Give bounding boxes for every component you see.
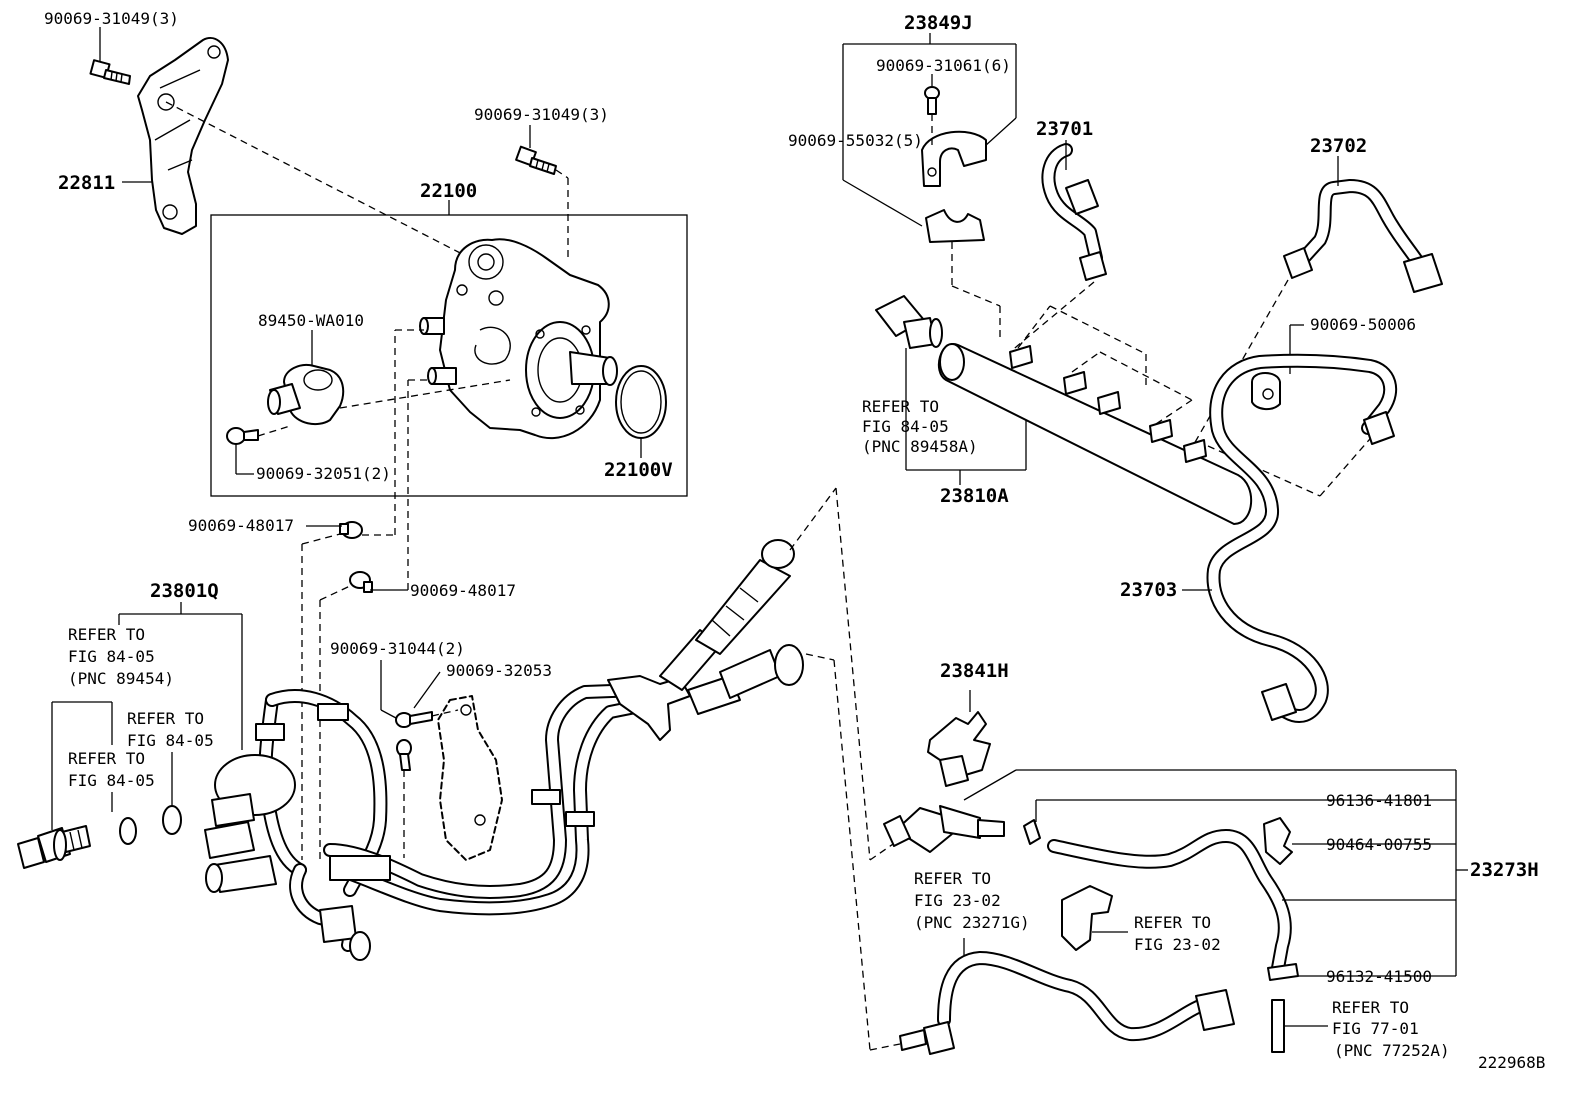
- label-screw-sensor: 90069-32051(2): [256, 464, 391, 483]
- label-bracket: 22811: [58, 172, 115, 194]
- label-clamp-a: 90069-48017: [188, 516, 294, 535]
- fuel-hose-a-part: [899, 951, 1235, 1055]
- note-fuel-a-l3: (PNC 23271G): [914, 913, 1030, 932]
- note-fuel-c-l3: (PNC 77252A): [1334, 1041, 1450, 1060]
- label-bolt-bracket: 90069-31049(3): [44, 9, 179, 28]
- bracket-h-part: [927, 711, 991, 787]
- clamp-b-part: [349, 571, 373, 593]
- rail-part: [937, 343, 1252, 525]
- bracket-22811-part: [137, 37, 229, 235]
- label-pipe-1: 23701: [1036, 118, 1093, 140]
- label-cushion: 90069-50006: [1310, 315, 1416, 334]
- clamp-lower-part: [925, 209, 985, 243]
- label-pipe-3: 23703: [1120, 579, 1177, 601]
- label-rail: 23810A: [940, 485, 1009, 507]
- label-pipe-2: 23702: [1310, 135, 1367, 157]
- bracket-mid-part: [437, 695, 503, 861]
- label-clip-g: 90464-00755: [1326, 835, 1432, 854]
- label-clamp-set: 23849J: [904, 12, 973, 34]
- label-oring-pump: 22100V: [604, 459, 673, 481]
- note-temp-b-l1: REFER TO: [127, 709, 204, 728]
- pipe-23703-part: [1206, 353, 1398, 723]
- screw-sensor-part: [226, 427, 259, 445]
- note-fuel-b-l2: FIG 23-02: [1134, 935, 1221, 954]
- bolt-d-part: [396, 739, 412, 771]
- temp-sensor-part: [17, 825, 91, 869]
- oring-b-part: [162, 805, 182, 835]
- note-fuel-a-l2: FIG 23-02: [914, 891, 1001, 910]
- label-bolt-d: 90069-32053: [446, 661, 552, 680]
- hose-bracket-part: [1061, 885, 1113, 951]
- note-fuel-b-l1: REFER TO: [1134, 913, 1211, 932]
- note-rail-l1: REFER TO: [862, 397, 939, 416]
- note-temp-b-l2: FIG 84-05: [127, 731, 214, 750]
- bolt-c-part: [395, 711, 433, 728]
- note-temp-a-l2: FIG 84-05: [68, 647, 155, 666]
- cushion-part: [1251, 372, 1281, 410]
- bolt-bracket-part: [89, 59, 131, 85]
- label-bolt-pump: 90069-31049(3): [474, 105, 609, 124]
- note-rail-l3: (PNC 89458A): [862, 437, 978, 456]
- label-pump-assy: 22100: [420, 180, 477, 202]
- oring-pump-part: [615, 365, 667, 439]
- hose-h-part: [1023, 817, 1299, 981]
- label-hose-f: 96136-41801: [1326, 791, 1432, 810]
- label-hose-assy: 23801Q: [150, 580, 219, 602]
- rail-sensor-part: [875, 295, 943, 349]
- note-temp-a-l3: (PNC 89454): [68, 669, 174, 688]
- hose-assy-part: [204, 539, 804, 961]
- oring-a-part: [119, 817, 137, 845]
- label-hose-assy-h: 23273H: [1470, 859, 1539, 881]
- label-hose-k: 96132-41500: [1326, 967, 1432, 986]
- note-rail-l2: FIG 84-05: [862, 417, 949, 436]
- note-temp-a-l1: REFER TO: [68, 625, 145, 644]
- label-clamp-b: 90069-48017: [410, 581, 516, 600]
- fuel-hose-c-part: [1271, 999, 1285, 1053]
- label-bolt-c: 90069-31044(2): [330, 639, 465, 658]
- note-temp-c-l1: REFER TO: [68, 749, 145, 768]
- label-bracket-h: 23841H: [940, 660, 1009, 682]
- diagram-id: 222968B: [1478, 1053, 1545, 1072]
- clamp-a-part: [339, 521, 363, 539]
- pump-sensor-part: [267, 364, 345, 426]
- pump-pins: [419, 317, 457, 385]
- note-fuel-c-l2: FIG 77-01: [1332, 1019, 1419, 1038]
- note-temp-c-l2: FIG 84-05: [68, 771, 155, 790]
- note-fuel-a-l1: REFER TO: [914, 869, 991, 888]
- clamp-upper-part: [921, 130, 987, 187]
- note-fuel-c-l1: REFER TO: [1332, 998, 1409, 1017]
- connector-part: [883, 805, 1005, 853]
- bolt-pump-part: [515, 145, 557, 175]
- pipe-23702-part: [1283, 179, 1443, 293]
- pump-body-part: [439, 238, 618, 440]
- label-sensor-pump: 89450-WA010: [258, 311, 364, 330]
- pipe-23701-part: [1041, 143, 1107, 281]
- label-clamp-half: 90069-55032(5): [788, 131, 923, 150]
- label-bolt-e: 90069-31061(6): [876, 56, 1011, 75]
- bolt-e-part: [924, 86, 940, 115]
